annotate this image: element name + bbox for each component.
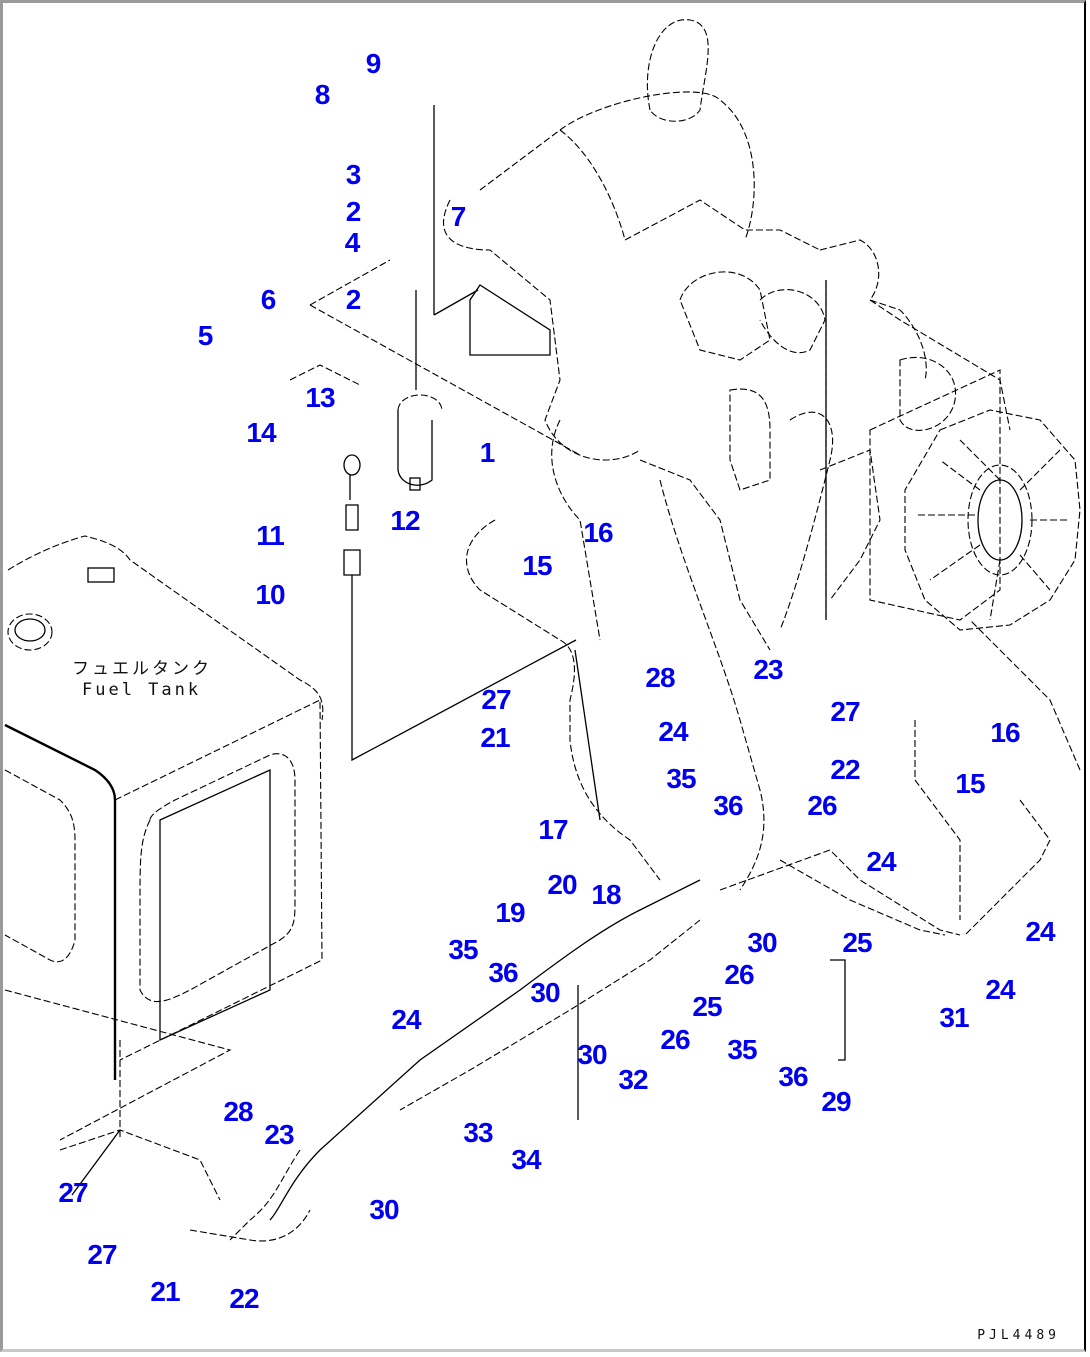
part-callout-11[interactable]: 11 (256, 520, 285, 551)
part-callout-29[interactable]: 29 (821, 1086, 851, 1117)
part-callout-28[interactable]: 28 (645, 662, 675, 693)
part-callout-30[interactable]: 30 (369, 1194, 399, 1225)
part-callout-30[interactable]: 30 (747, 927, 777, 958)
part-callout-32[interactable]: 32 (618, 1064, 648, 1095)
fuel-tank-label-en: Fuel Tank (82, 680, 202, 700)
part-callout-13[interactable]: 13 (305, 382, 335, 413)
part-callout-26[interactable]: 26 (807, 790, 837, 821)
part-callout-30[interactable]: 30 (530, 977, 560, 1008)
part-callout-9[interactable]: 9 (365, 48, 382, 79)
part-callout-17[interactable]: 17 (538, 814, 568, 845)
part-callout-24[interactable]: 24 (658, 716, 688, 747)
part-callout-26[interactable]: 26 (660, 1024, 690, 1055)
part-callout-34[interactable]: 34 (511, 1144, 541, 1175)
part-callout-19[interactable]: 19 (495, 897, 525, 928)
part-callout-30[interactable]: 30 (577, 1039, 607, 1070)
part-callout-21[interactable]: 21 (480, 722, 510, 753)
part-callout-21[interactable]: 21 (150, 1276, 180, 1307)
part-callout-36[interactable]: 36 (713, 790, 743, 821)
part-callout-23[interactable]: 23 (753, 654, 783, 685)
part-callout-7[interactable]: 7 (450, 201, 467, 232)
part-callout-26[interactable]: 26 (724, 959, 754, 990)
part-callout-24[interactable]: 24 (985, 974, 1015, 1005)
part-callout-20[interactable]: 20 (547, 869, 577, 900)
part-callout-8[interactable]: 8 (314, 79, 331, 110)
part-callout-16[interactable]: 16 (990, 717, 1020, 748)
part-callout-28[interactable]: 28 (223, 1096, 253, 1127)
part-callout-24[interactable]: 24 (866, 846, 896, 877)
part-callout-24[interactable]: 24 (391, 1004, 421, 1035)
part-callout-22[interactable]: 22 (830, 754, 860, 785)
part-callout-2[interactable]: 2 (345, 284, 362, 315)
part-callout-14[interactable]: 14 (246, 417, 276, 448)
part-callout-3[interactable]: 3 (345, 159, 362, 190)
fan (904, 409, 1081, 631)
part-callout-1[interactable]: 1 (479, 437, 496, 468)
part-callout-15[interactable]: 15 (522, 550, 552, 581)
part-callout-5[interactable]: 5 (197, 320, 214, 351)
engine-assembly (443, 19, 1081, 651)
part-callout-6[interactable]: 6 (260, 284, 277, 315)
part-callout-31[interactable]: 31 (939, 1002, 969, 1033)
part-callout-36[interactable]: 36 (488, 957, 518, 988)
fuel-tank-label-jp: フュエルタンク (72, 659, 212, 679)
part-callout-22[interactable]: 22 (229, 1283, 259, 1314)
part-callout-25[interactable]: 25 (842, 927, 872, 958)
part-callout-4[interactable]: 4 (344, 227, 361, 258)
part-callout-23[interactable]: 23 (264, 1119, 294, 1150)
drawing-number: PJL4489 (977, 1328, 1060, 1343)
part-callout-35[interactable]: 35 (727, 1034, 757, 1065)
part-callout-27[interactable]: 27 (830, 696, 860, 727)
part-callout-27[interactable]: 27 (481, 684, 511, 715)
part-callout-12[interactable]: 12 (390, 505, 420, 536)
part-callout-25[interactable]: 25 (692, 991, 722, 1022)
part-callout-15[interactable]: 15 (955, 768, 985, 799)
part-callout-33[interactable]: 33 (463, 1117, 493, 1148)
part-callout-27[interactable]: 27 (58, 1177, 88, 1208)
fuel-lines (59, 479, 1081, 1242)
part-callout-16[interactable]: 16 (583, 517, 613, 548)
part-callout-24[interactable]: 24 (1025, 916, 1055, 947)
part-callout-2[interactable]: 2 (345, 196, 362, 227)
part-callout-36[interactable]: 36 (778, 1061, 808, 1092)
part-callout-10[interactable]: 10 (255, 579, 285, 610)
part-callout-27[interactable]: 27 (87, 1239, 117, 1270)
fuel-filter (289, 105, 581, 762)
fuel-tank (4, 535, 324, 1196)
part-callout-35[interactable]: 35 (666, 763, 696, 794)
part-callout-35[interactable]: 35 (448, 934, 478, 965)
part-callout-18[interactable]: 18 (591, 879, 621, 910)
